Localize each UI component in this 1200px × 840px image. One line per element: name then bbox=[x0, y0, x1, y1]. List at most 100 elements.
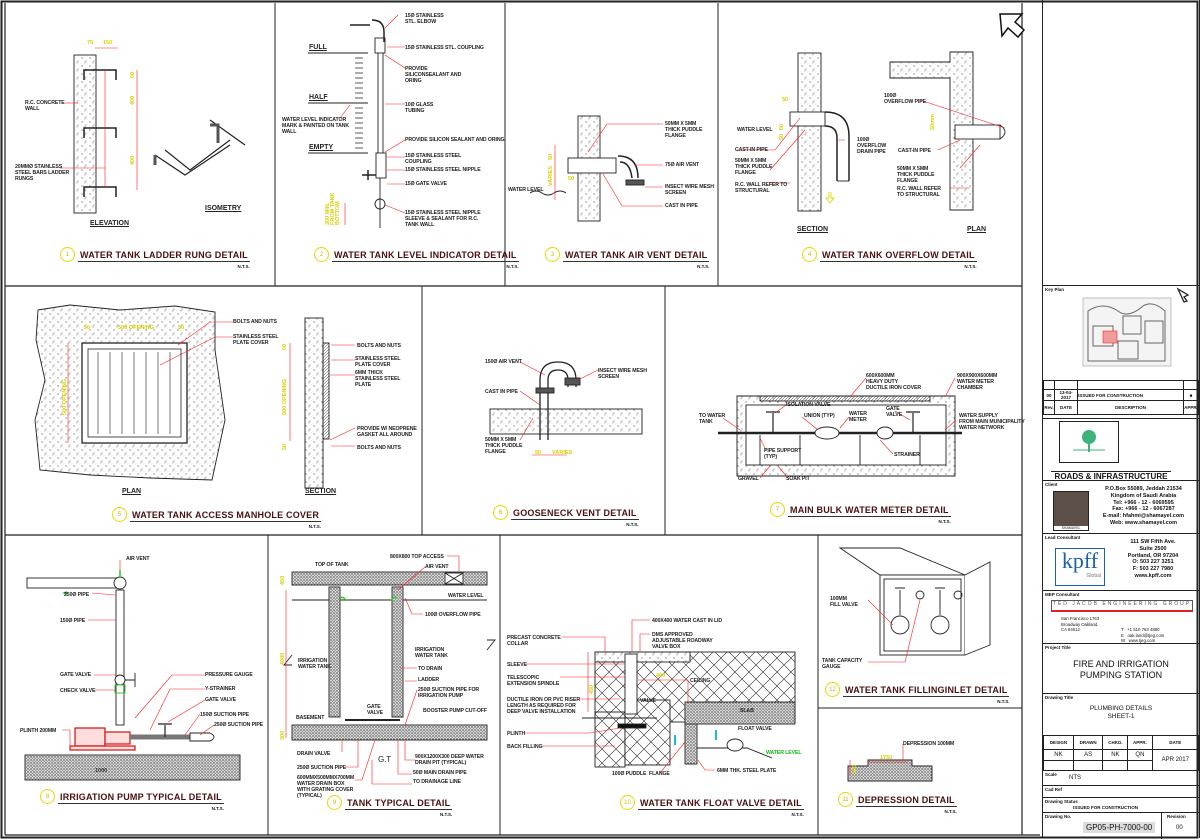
address-line: CA 94612 bbox=[1061, 627, 1080, 632]
scale-section: Scale NTS bbox=[1043, 770, 1199, 786]
rev-no: 00 bbox=[1043, 389, 1055, 401]
callout: AIR VENT bbox=[425, 564, 449, 570]
callout: 50ø MAIN DRAIN PIPE bbox=[413, 770, 467, 776]
callout: 100MM FILL VALVE bbox=[830, 596, 858, 608]
callout: INSECT WIRE MESH SCREEN bbox=[598, 368, 647, 380]
detail-title-text: TANK TYPICAL DETAIL bbox=[345, 798, 453, 810]
revision-box: Revision 00 bbox=[1161, 813, 1200, 839]
callout: 100ø OVERFLOW DRAIN PIPE bbox=[857, 137, 887, 155]
cad-ref-section: Cad Ref bbox=[1043, 785, 1199, 798]
owner-logo bbox=[1059, 421, 1119, 463]
lead-consultant-label: Lead Consultant bbox=[1045, 535, 1081, 540]
tree-logo-icon bbox=[1073, 430, 1105, 452]
mep-consultant-label: MEP Consultant bbox=[1045, 592, 1080, 597]
callout: 250ø SUCTION PIPE FOR IRRIGATION PUMP bbox=[418, 687, 480, 699]
callout: CAST-IN PIPE bbox=[735, 147, 768, 153]
drawing-no-section: Drawing No. GP05-PH-7000-00 Revision 00 bbox=[1043, 812, 1199, 839]
detail-title-text: WATER TANK OVERFLOW DETAIL bbox=[820, 250, 977, 262]
callout: 100ø OVERFLOW PIPE bbox=[884, 93, 926, 105]
client-label: Client bbox=[1045, 482, 1058, 487]
scale-note: N.T.S. bbox=[237, 264, 250, 269]
callout: 15ø STAINLESS STEEL NIPPLE SLEEVE & SEAL… bbox=[405, 210, 481, 228]
dimension: 50 bbox=[568, 176, 575, 182]
owner-section: ROADS & INFRASTRUCTURE bbox=[1043, 418, 1199, 481]
callout: WATER METER bbox=[849, 411, 867, 423]
design-by: NK bbox=[1043, 749, 1074, 761]
callout: BOLTS AND NUTS bbox=[357, 445, 401, 451]
callout: 900x900x600MM WATER METER CHAMBER bbox=[957, 373, 998, 391]
overflow-drawing bbox=[737, 51, 1006, 212]
owner-name: ROADS & INFRASTRUCTURE bbox=[1051, 471, 1171, 481]
callout: CEILING bbox=[690, 678, 711, 684]
callout: VALVE bbox=[640, 698, 657, 704]
tank-typical-drawing bbox=[283, 555, 496, 785]
rev-appr: ■ bbox=[1183, 389, 1199, 401]
address-line: E oak.land@tjeg.com bbox=[1121, 632, 1165, 638]
address-line: Broadway Oakland, bbox=[1061, 621, 1099, 627]
view-label: SECTION bbox=[305, 488, 337, 495]
callout: G.T bbox=[378, 755, 392, 764]
dimension: 1000 bbox=[95, 768, 108, 774]
dimension: VARIES bbox=[548, 165, 554, 186]
status-label: Drawing Status bbox=[1045, 799, 1078, 804]
callout: GATE VALVE bbox=[367, 704, 384, 716]
rev-header: DESCRIPTION bbox=[1077, 400, 1184, 415]
callout: 900X1200X300 DEEP WATER DRAIN PIT (TYPIC… bbox=[415, 754, 484, 766]
callout: R.C. WALL REFER TO STRUCTURAL bbox=[897, 186, 941, 198]
detail-number: 12 bbox=[825, 682, 840, 697]
callout: 15ø GATE VALVE bbox=[405, 181, 447, 187]
checked-by: NK bbox=[1102, 749, 1129, 761]
callout: 800X800 TOP ACCESS bbox=[390, 554, 444, 560]
callout: 600x600MM HEAVY DUTY DUCTILE IRON COVER bbox=[866, 373, 921, 391]
callout: 100ø OVERFLOW PIPE bbox=[425, 612, 481, 618]
rev-description: ISSUED FOR CONSTRUCTION bbox=[1077, 389, 1184, 401]
scale-note: N.T.S. bbox=[440, 812, 453, 817]
kpff-logo: kpff Global bbox=[1055, 548, 1105, 586]
callout: CHECK VALVE bbox=[60, 688, 96, 694]
callout: 150ø AIR VENT bbox=[485, 359, 522, 365]
key-plan-north-icon bbox=[1176, 287, 1190, 303]
ladder-rung-drawing bbox=[60, 47, 246, 214]
callout: TO DRAIN bbox=[418, 666, 443, 672]
sign-header: APPR. bbox=[1127, 735, 1153, 750]
dimension: 50 bbox=[548, 153, 554, 160]
callout: 20mmø STAINLESS STEEL BARS LADDER RUNGS bbox=[15, 164, 70, 182]
view-label: ISOMETRY bbox=[205, 205, 242, 212]
address-line: Fax: +966 - 12 - 6067287 bbox=[1112, 506, 1175, 513]
dimension: 400 bbox=[130, 95, 136, 105]
dimension: 50mm bbox=[930, 114, 936, 130]
address-line: F: 503 227 7980 bbox=[1132, 566, 1174, 573]
drawing-title-line: PLUMBING DETAILS bbox=[1089, 705, 1153, 712]
address-line: O: 503 227 3251 bbox=[1132, 559, 1174, 566]
level-label: FULL bbox=[309, 44, 327, 51]
dimension: 4000 bbox=[280, 652, 286, 665]
callout: 400x400 WATER CAST IN LID bbox=[652, 618, 723, 624]
dimension: 500 OPENING bbox=[62, 378, 68, 415]
dimension: 500 OPENING bbox=[118, 325, 155, 331]
project-title-line: FIRE AND IRRIGATION bbox=[1073, 659, 1169, 669]
detail-number: 5 bbox=[112, 507, 127, 522]
callout: IRRIGATION WATER TANK bbox=[415, 647, 448, 659]
detail-number: 10 bbox=[620, 795, 635, 810]
callout: GATE VALVE bbox=[205, 697, 236, 703]
detail-title-text: MAIN BULK WATER METER DETAIL bbox=[788, 505, 951, 517]
callout: GATE VALVE bbox=[60, 672, 91, 678]
view-label: ELEVATION bbox=[90, 220, 130, 227]
callout: TO WATER TANK bbox=[699, 413, 726, 425]
detail-title-text: WATER TANK FILLINGINLET DETAIL bbox=[843, 685, 1010, 697]
cad-ref-label: Cad Ref bbox=[1045, 787, 1063, 792]
callout: BOLTS AND NUTS bbox=[357, 343, 401, 349]
detail-title-text: WATER TANK AIR VENT DETAIL bbox=[563, 250, 710, 262]
detail-title-text: IRRIGATION PUMP TYPICAL DETAIL bbox=[58, 792, 224, 804]
